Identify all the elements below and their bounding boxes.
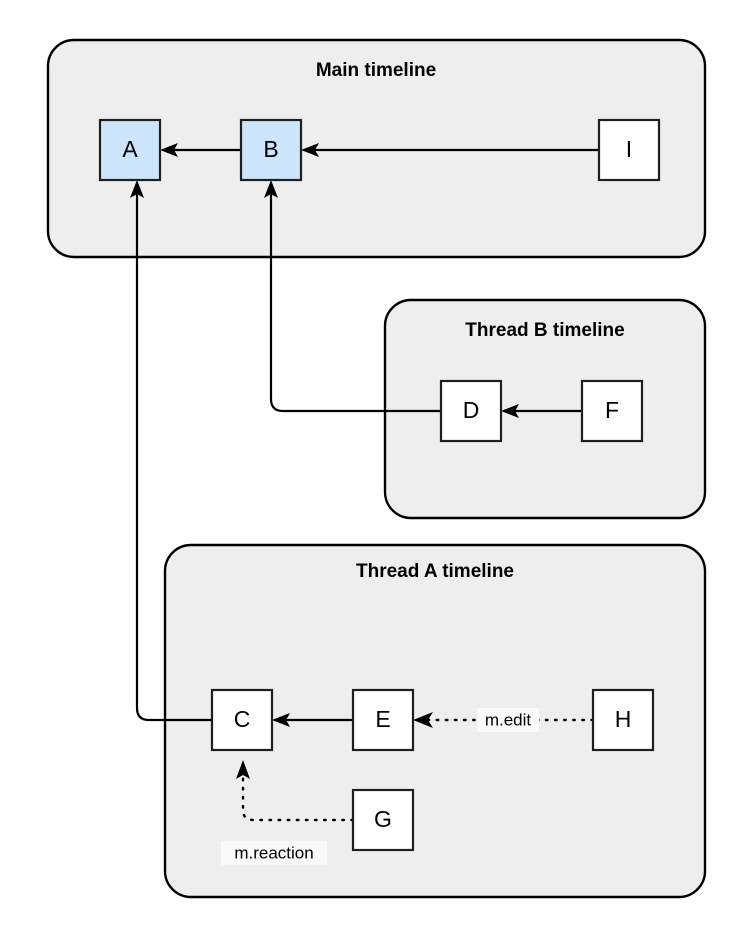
node-g-label: G bbox=[374, 806, 392, 832]
group-thread-b-timeline-title: Thread B timeline bbox=[465, 320, 624, 341]
node-b[interactable]: B bbox=[239, 118, 303, 182]
node-c[interactable]: C bbox=[210, 688, 274, 752]
node-a-label: A bbox=[122, 136, 138, 162]
node-g-box[interactable] bbox=[351, 788, 415, 852]
node-i-box[interactable] bbox=[597, 118, 661, 182]
edge-label-m-edit-bg bbox=[477, 708, 539, 732]
node-f[interactable]: F bbox=[580, 379, 644, 443]
node-d-box[interactable] bbox=[439, 379, 503, 443]
edge-labels-layer: m.edit m.reaction bbox=[221, 708, 539, 865]
node-d[interactable]: D bbox=[439, 379, 503, 443]
edge-i-to-b-arrowhead bbox=[301, 143, 319, 157]
edge-g-to-c-line bbox=[241, 770, 355, 822]
group-main-timeline-title: Main timeline bbox=[316, 60, 436, 81]
node-b-label: B bbox=[263, 136, 278, 162]
node-h-label: H bbox=[615, 706, 632, 732]
edge-e-to-c bbox=[272, 713, 353, 727]
edge-f-to-d bbox=[501, 404, 582, 418]
node-i-label: I bbox=[626, 136, 632, 162]
group-main-timeline: Main timeline bbox=[46, 38, 707, 259]
edge-c-to-a bbox=[130, 180, 212, 722]
edge-g-to-c-arrowhead bbox=[236, 760, 250, 779]
edge-label-m-edit-text: m.edit bbox=[485, 710, 532, 729]
node-b-box[interactable] bbox=[239, 118, 303, 182]
edge-g-to-c bbox=[236, 760, 355, 822]
group-thread-a-timeline: Thread A timeline bbox=[163, 543, 707, 899]
nodes-layer: A B I D F C E H bbox=[98, 118, 661, 852]
edge-c-to-a-line bbox=[135, 192, 212, 722]
node-i[interactable]: I bbox=[597, 118, 661, 182]
edge-i-to-b bbox=[301, 143, 599, 157]
edges-layer bbox=[130, 143, 599, 822]
edge-b-to-a bbox=[160, 143, 241, 157]
group-thread-a-timeline-title: Thread A timeline bbox=[356, 561, 514, 582]
group-main-timeline-box bbox=[46, 38, 707, 259]
group-thread-b-timeline-box bbox=[383, 298, 707, 520]
edge-d-to-b-line bbox=[269, 192, 441, 413]
edge-d-to-b-arrowhead bbox=[264, 180, 278, 198]
node-h-box[interactable] bbox=[591, 688, 655, 752]
node-f-box[interactable] bbox=[580, 379, 644, 443]
edge-e-to-c-arrowhead bbox=[272, 713, 290, 727]
node-e-label: E bbox=[375, 706, 390, 732]
edge-label-m-reaction-text: m.reaction bbox=[234, 843, 313, 862]
edge-d-to-b bbox=[264, 180, 441, 413]
node-e-box[interactable] bbox=[351, 688, 415, 752]
edge-c-to-a-arrowhead bbox=[130, 180, 144, 198]
node-g[interactable]: G bbox=[351, 788, 415, 852]
group-thread-b-timeline: Thread B timeline bbox=[383, 298, 707, 520]
node-e[interactable]: E bbox=[351, 688, 415, 752]
node-h[interactable]: H bbox=[591, 688, 655, 752]
edge-h-to-e-arrowhead bbox=[413, 712, 433, 728]
node-c-label: C bbox=[234, 706, 251, 732]
edge-label-m-edit: m.edit bbox=[477, 708, 539, 732]
edge-label-m-reaction-bg bbox=[221, 841, 327, 865]
edge-f-to-d-arrowhead bbox=[501, 404, 519, 418]
edge-label-m-reaction: m.reaction bbox=[221, 841, 327, 865]
node-a-box[interactable] bbox=[98, 118, 162, 182]
edge-b-to-a-arrowhead bbox=[160, 143, 178, 157]
node-a[interactable]: A bbox=[98, 118, 162, 182]
node-d-label: D bbox=[463, 397, 480, 423]
node-f-label: F bbox=[605, 397, 619, 423]
node-c-box[interactable] bbox=[210, 688, 274, 752]
